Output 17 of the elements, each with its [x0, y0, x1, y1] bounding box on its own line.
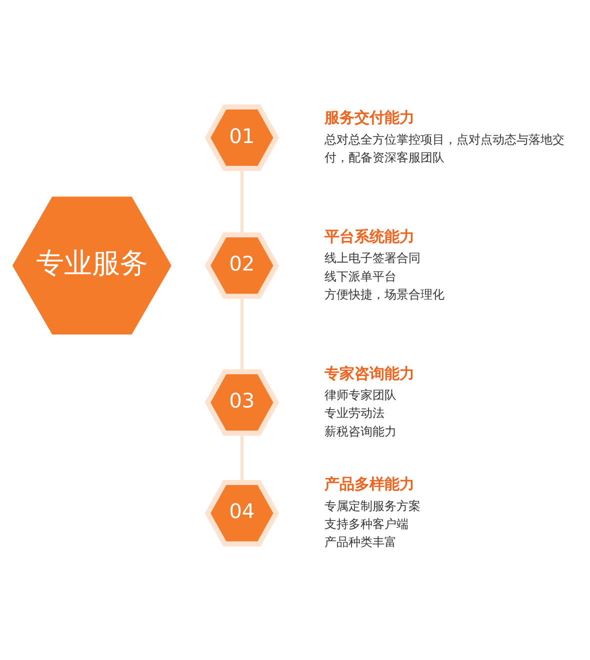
- node-label: 平台系统能力: [324, 227, 414, 246]
- node-label: 方便快捷，场景合理化: [324, 287, 444, 302]
- node-label: 支持多种客户端: [324, 516, 408, 531]
- node-label: 线下派单平台: [324, 269, 396, 284]
- connector: [240, 296, 244, 372]
- node-label: 线上电子签署合同: [324, 251, 420, 266]
- node-label: 服务交付能力: [324, 108, 414, 127]
- node-label: 薪税咨询能力: [324, 424, 396, 438]
- node-label: 专属定制服务方案: [324, 498, 420, 513]
- node-label: 专家咨询能力: [324, 364, 414, 382]
- connector: [240, 168, 244, 235]
- connector: [240, 433, 244, 482]
- node-label: 产品种类丰富: [324, 535, 396, 550]
- node-label: 律师专家团队: [324, 388, 396, 402]
- node-label: 总对总全方位掌控项目，点对点动态与落地交付，配备资深客服团队: [324, 132, 564, 164]
- node-label: 专业劳动法: [324, 406, 384, 420]
- node-label: 产品多样能力: [324, 475, 414, 494]
